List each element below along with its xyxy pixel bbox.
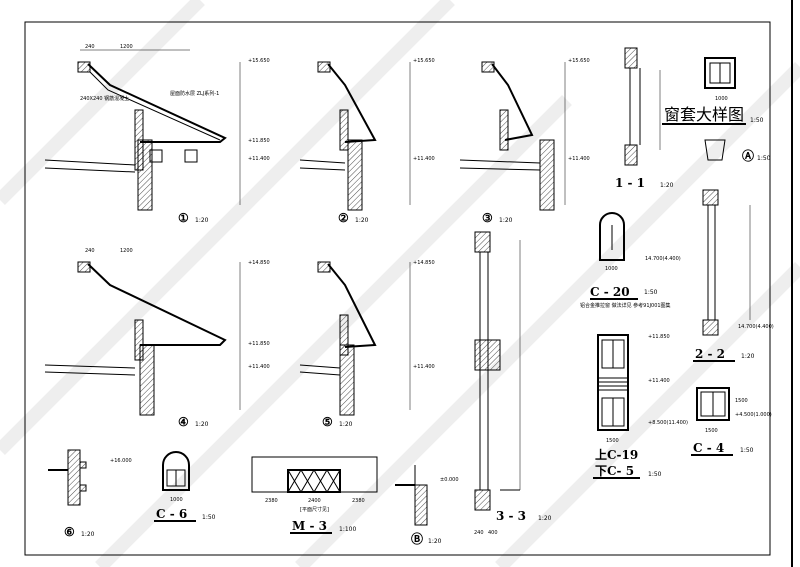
drawing-label: +11.850	[248, 138, 270, 144]
detail-4: 240 1200 +14.850 +11.850 +11.400 ④ 1:20	[44, 248, 270, 429]
drawing-label: 1500	[705, 428, 718, 434]
drawing-label: 240	[85, 248, 95, 254]
drawing-label: +11.850	[248, 341, 270, 347]
drawing-label: 1200	[120, 44, 133, 50]
drawing-label: ③	[482, 211, 493, 225]
drawing-label: 14.700(4.400)	[738, 324, 774, 330]
drawing-label: +15.650	[413, 58, 435, 64]
drawing-label: 1:50	[644, 289, 658, 296]
drawing-label: 240X240 钢筋混凝土	[80, 95, 129, 102]
drawing-label: ④	[178, 415, 189, 429]
detail-3: +15.650 +11.400 ③ 1:20	[459, 58, 590, 225]
drawing-label: 下C- 5	[595, 464, 634, 478]
drawing-label: 2 - 2	[695, 347, 725, 361]
drawing-label: +11.400	[648, 378, 670, 384]
drawing-label: 1:50	[648, 471, 662, 478]
detail-6: +16.000 ⑥ 1:20	[48, 449, 132, 539]
drawing-label: +11.400	[568, 156, 590, 162]
section-3-3: 240 400 3 - 3 1:20	[474, 231, 552, 536]
window-c6: 1000 C - 6 1:50	[154, 451, 216, 522]
drawing-label: 1500	[606, 438, 619, 444]
drawing-label: 1:20	[660, 182, 674, 189]
drawing-label: 1:20	[741, 353, 755, 360]
section-2-2: 14.700(4.400) 2 - 2 1:20	[693, 189, 774, 362]
drawing-label: 1:100	[339, 526, 356, 533]
drawing-label: 1:50	[757, 155, 771, 162]
drawing-label: 3 - 3	[496, 509, 526, 523]
detail-5: +14.850 +11.400 ⑤ 1:20	[299, 260, 435, 429]
drawing-label: 240	[474, 530, 484, 536]
drawing-label: 1:20	[339, 421, 353, 428]
drawing-label: +16.000	[110, 458, 132, 464]
drawing-label: C - 4	[693, 441, 724, 455]
drawing-label: +15.650	[248, 58, 270, 64]
drawing-label: +4.500(1.000)	[735, 412, 772, 418]
drawing-label: +15.650	[568, 58, 590, 64]
drawing-label: Ⓐ	[742, 148, 754, 163]
drawing-label: 1500	[735, 398, 748, 404]
drawing-label: 1:20	[195, 421, 209, 428]
detail-2: +15.650 +11.400 ② 1:20	[299, 58, 435, 225]
drawing-label: ①	[178, 211, 189, 225]
drawing-label: 2380	[352, 498, 365, 504]
drawing-label: 1000	[715, 96, 728, 102]
drawing-label: 1:20	[538, 515, 552, 522]
drawing-label: 1:50	[202, 514, 216, 521]
drawing-label: 2380	[265, 498, 278, 504]
window-c4: 1500 1500 +4.500(1.000) C - 4 1:50	[691, 387, 772, 456]
drawing-label: +14.850	[413, 260, 435, 266]
drawing-label: C - 6	[156, 507, 187, 521]
drawing-label: 1200	[120, 248, 133, 254]
drawing-label: 400	[488, 530, 498, 536]
sheet-border	[24, 21, 771, 556]
drawing-label: 窗套大样图	[664, 105, 744, 124]
drawing-label: 1 - 1	[615, 176, 645, 190]
detail-b: ±0.000 Ⓑ 1:20	[395, 465, 459, 546]
drawing-label: 屋面防水层 ZLJ系列-1	[170, 90, 219, 97]
window-c20: 1000 14.700(4.400) C - 20 1:50 铝合金推拉窗 做法…	[580, 212, 681, 309]
drawing-label: 1:50	[750, 117, 764, 124]
drawing-label: +11.400	[413, 156, 435, 162]
drawing-label: 240	[85, 44, 95, 50]
drawing-label: 1:20	[355, 217, 369, 224]
drawing-label: +11.850	[648, 334, 670, 340]
drawing-label: +11.400	[248, 364, 270, 370]
drawing-label: Ⓑ	[411, 531, 423, 546]
drawing-label: ⑥	[64, 525, 75, 539]
drawing-label: C - 20	[590, 285, 630, 299]
drawing-label: ②	[338, 211, 349, 225]
drawing-label: +14.850	[248, 260, 270, 266]
drawing-label: ±0.000	[440, 477, 459, 483]
drawing-label: 铝合金推拉窗 做法详见 参考91J001图集	[580, 302, 671, 309]
drawing-label: +11.400	[413, 364, 435, 370]
section-1-1: 1 - 1 1:20	[615, 47, 674, 190]
door-m3: 2380 2400 2380 [平面尺寸见] M - 3 1:100	[251, 456, 378, 534]
drawing-label: +11.400	[248, 156, 270, 162]
drawing-label: +8.500(11.400)	[648, 420, 688, 426]
drawing-label: 14.700(4.400)	[645, 256, 681, 262]
detail-1: 240 1200 屋面防水层 ZLJ系列-1 240X240 钢筋混凝土 +15…	[44, 44, 270, 225]
window-trim-detail: 1000 窗套大样图 1:50 Ⓐ 1:50	[662, 57, 771, 163]
drawing-label: M - 3	[292, 519, 327, 533]
drawing-label: 1:20	[81, 531, 95, 538]
drawing-label: 1000	[605, 266, 618, 272]
drawing-label: [平面尺寸见]	[300, 506, 329, 513]
window-c19-c5: 1500 +11.850 +11.400 +8.500(11.400) 上C-1…	[593, 334, 688, 479]
drawing-label: 1000	[170, 497, 183, 503]
drawing-label: 1:20	[195, 217, 209, 224]
drawing-label: ⑤	[322, 415, 333, 429]
drawing-label: 2400	[308, 498, 321, 504]
drawing-label: 1:20	[428, 538, 442, 545]
drawing-label: 1:20	[499, 217, 513, 224]
drawing-label: 上C-19	[595, 447, 638, 462]
drawing-label: 1:50	[740, 447, 754, 454]
